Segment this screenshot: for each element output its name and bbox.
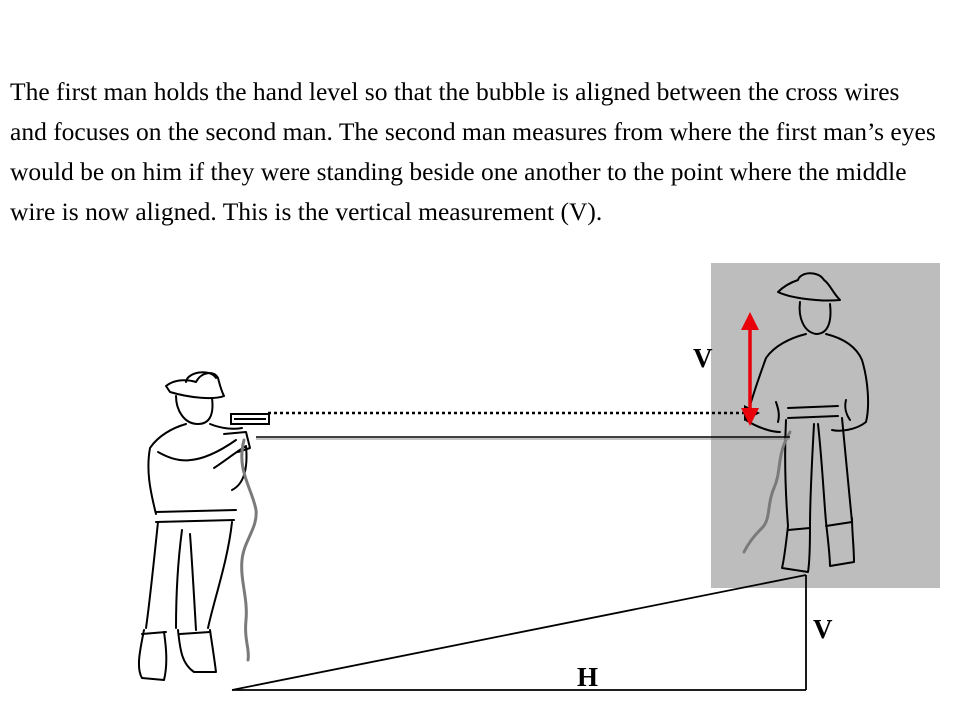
second-man-panel xyxy=(711,263,940,588)
v-arrow-label: V xyxy=(693,343,713,373)
v-triangle-label: V xyxy=(813,614,833,644)
second-man-rope xyxy=(742,430,792,554)
instruction-text: The first man holds the hand level so th… xyxy=(10,77,936,226)
first-man-rope xyxy=(240,438,258,662)
line-of-sight-arrow xyxy=(268,405,760,421)
hand-level-icon xyxy=(230,413,270,425)
h-triangle-label: H xyxy=(577,662,599,692)
second-man-figure xyxy=(745,272,870,573)
vertical-measure-arrow xyxy=(741,312,759,426)
slope-triangle xyxy=(231,574,807,691)
first-man-figure xyxy=(137,371,251,681)
